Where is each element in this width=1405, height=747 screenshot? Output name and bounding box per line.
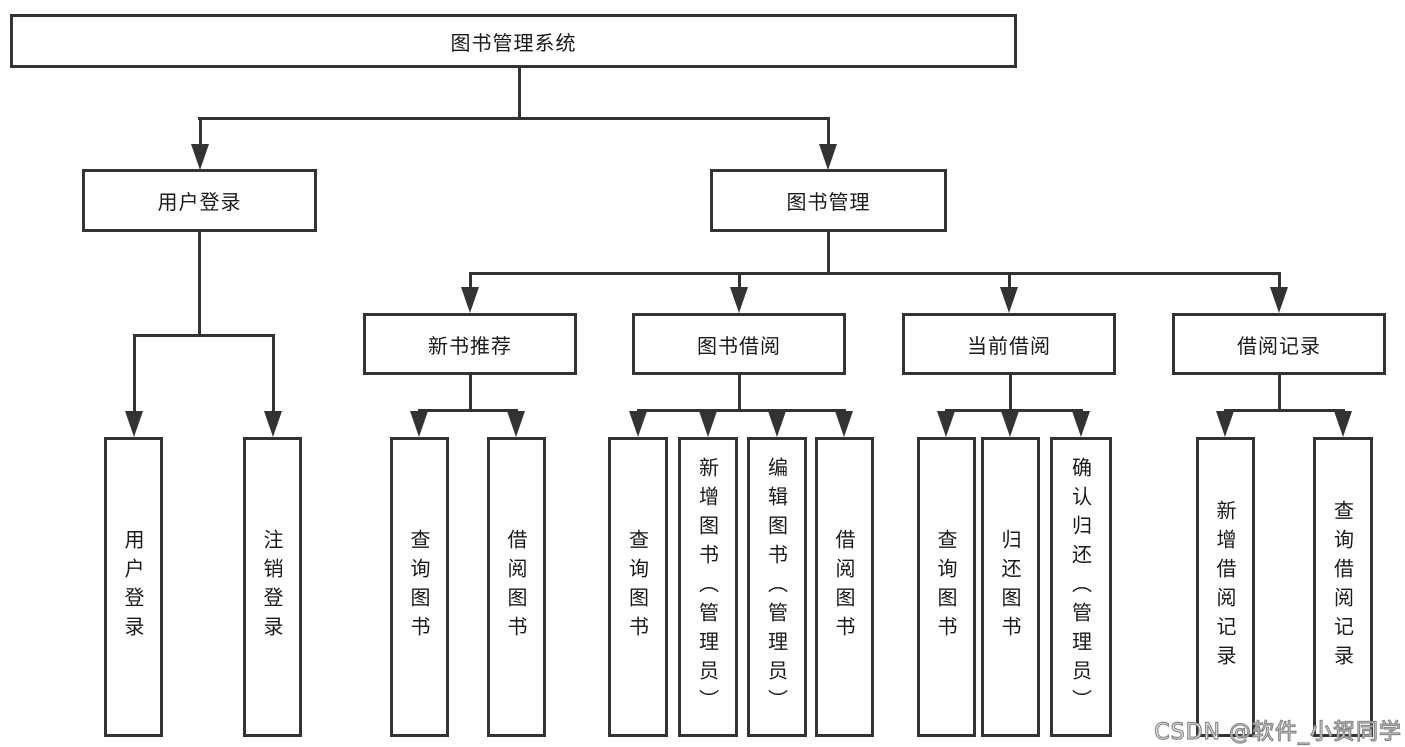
connector-line [944,409,1083,412]
node-new-book-recommend: 新书推荐 [363,313,577,375]
node-library-system: 图书管理系统 [10,14,1017,68]
connector-line [198,117,830,120]
connector-line [468,375,472,411]
connector-line [468,272,1281,275]
leaf-return-book: 归还图书 [981,437,1040,737]
node-borrow-records: 借阅记录 [1172,313,1386,375]
arrow-down-icon [507,411,525,437]
connector-line [468,272,472,289]
arrow-down-icon [629,411,647,437]
connector-line [1007,272,1011,289]
arrow-down-icon [819,144,837,170]
connector-line [737,375,741,411]
connector-line [197,232,201,336]
arrow-down-icon [730,287,748,313]
arrow-down-icon [699,411,717,437]
connector-line [1008,375,1012,411]
connector-line [132,334,275,337]
arrow-down-icon [125,411,143,437]
leaf-query-books-recommend: 查询图书 [390,437,449,737]
arrow-down-icon [1072,411,1090,437]
connector-line [132,334,136,413]
connector-line [1223,409,1345,412]
leaf-query-books-current: 查询图书 [917,437,976,737]
connector-line [1277,375,1281,411]
leaf-query-books-borrowing: 查询图书 [608,437,668,737]
arrow-down-icon [191,144,209,170]
arrow-down-icon [1000,287,1018,313]
leaf-confirm-return-admin: 确认归还（管理员） [1050,437,1112,737]
leaf-add-book-admin: 新增图书（管理员） [678,437,738,737]
arrow-down-icon [835,411,853,437]
arrow-down-icon [768,411,786,437]
connector-line [271,334,275,413]
leaf-borrow-books-borrowing: 借阅图书 [815,437,874,737]
connector-line [417,409,518,412]
connector-line [826,117,830,145]
connector-line [636,409,846,412]
arrow-down-icon [1334,411,1352,437]
node-user-login: 用户登录 [82,169,317,232]
node-book-borrowing: 图书借阅 [632,313,846,375]
connector-line [826,232,830,274]
node-current-borrowing: 当前借阅 [902,313,1116,375]
node-book-management: 图书管理 [710,169,947,232]
connector-line [737,272,741,289]
leaf-edit-book-admin: 编辑图书（管理员） [747,437,807,737]
leaf-query-borrow-record: 查询借阅记录 [1313,437,1373,737]
leaf-user-login: 用户登录 [104,437,163,737]
arrow-down-icon [1270,287,1288,313]
arrow-down-icon [264,411,282,437]
connector-line [198,117,202,145]
arrow-down-icon [937,411,955,437]
connector-line [1277,272,1281,289]
arrow-down-icon [1216,411,1234,437]
arrow-down-icon [461,287,479,313]
connector-line [518,68,521,118]
arrow-down-icon [1001,411,1019,437]
leaf-borrow-books-recommend: 借阅图书 [487,437,546,737]
watermark: CSDN @软件_小贺同学 [1154,719,1402,745]
arrow-down-icon [410,411,428,437]
leaf-add-borrow-record: 新增借阅记录 [1196,437,1255,737]
leaf-logout: 注销登录 [243,437,302,737]
